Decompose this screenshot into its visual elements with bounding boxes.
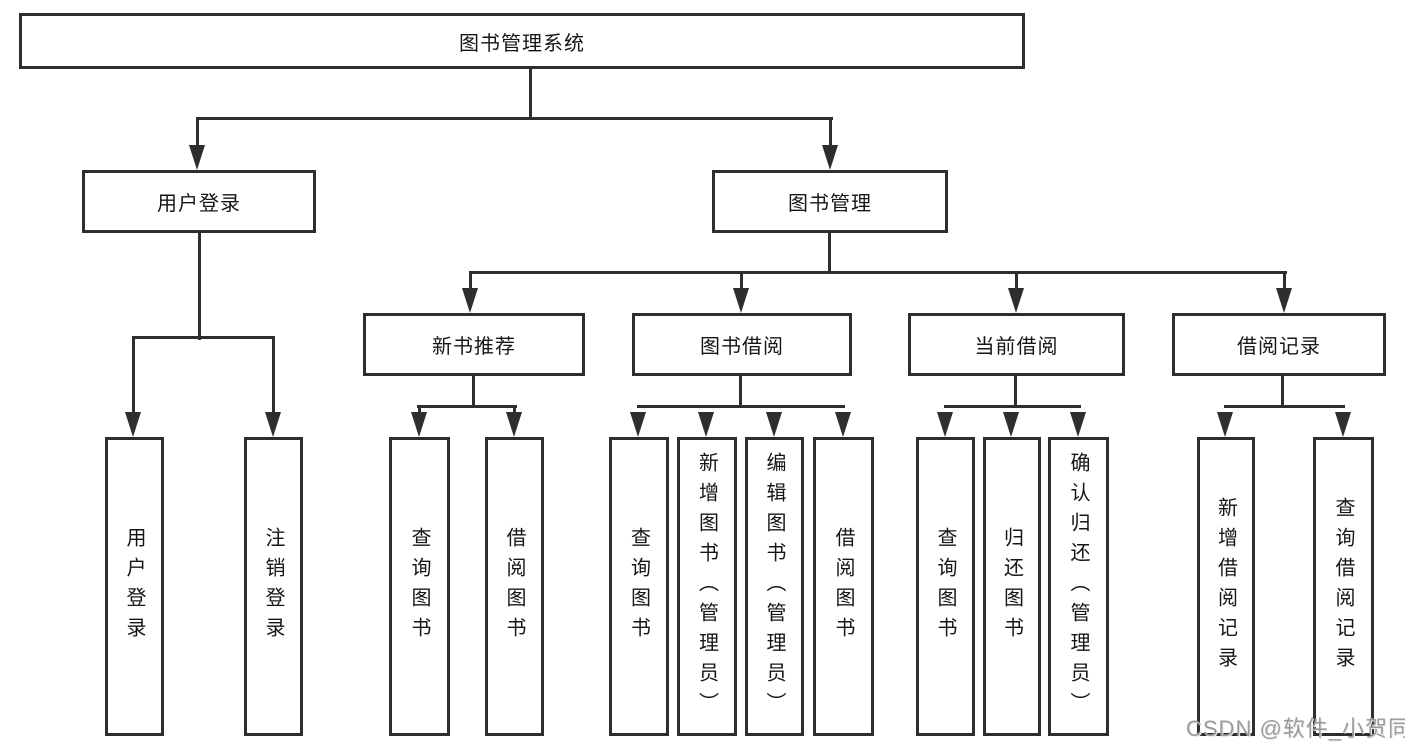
- leaf-borrow-books-1: 借阅图书: [485, 437, 544, 736]
- connector-to-book-borrow: [740, 271, 743, 293]
- connector-to-leaf-logout: [272, 336, 275, 417]
- arrowhead-leaf-borrow-2-icon: [835, 412, 851, 437]
- arrowhead-current-borrow-icon: [1008, 288, 1024, 313]
- arrowhead-leaf-edit-book-icon: [766, 412, 782, 437]
- arrowhead-leaf-add-book-icon: [698, 412, 714, 437]
- connector-to-new-book: [469, 271, 472, 293]
- node-user-login-label: 用户登录: [157, 193, 241, 215]
- arrowhead-borrow-records-icon: [1276, 288, 1292, 313]
- arrowhead-leaf-return-icon: [1003, 412, 1019, 437]
- leaf-edit-book-admin-label: 编辑图书（管理员）: [763, 451, 785, 722]
- connector-book-borrow-stem: [739, 375, 742, 408]
- arrowhead-leaf-user-login-icon: [125, 412, 141, 437]
- connector-borrow-records-stem: [1281, 375, 1284, 408]
- connector-to-leaf-query-1: [418, 405, 421, 417]
- leaf-confirm-return-admin: 确认归还（管理员）: [1048, 437, 1109, 736]
- node-new-book-recommend: 新书推荐: [363, 313, 585, 376]
- node-current-borrow-label: 当前借阅: [974, 336, 1059, 358]
- node-book-management: 图书管理: [712, 170, 948, 233]
- leaf-logout-label: 注销登录: [262, 526, 284, 647]
- node-book-management-label: 图书管理: [788, 193, 872, 215]
- connector-current-borrow-split: [944, 405, 1081, 408]
- connector-book-management-stem: [828, 233, 831, 274]
- arrowhead-leaf-borrow-1-icon: [506, 412, 522, 437]
- leaf-borrow-books-1-label: 借阅图书: [503, 526, 525, 647]
- node-user-login: 用户登录: [82, 170, 316, 233]
- leaf-borrow-books-2: 借阅图书: [813, 437, 874, 736]
- connector-current-borrow-stem: [1014, 375, 1017, 408]
- leaf-user-login-label: 用户登录: [123, 526, 145, 647]
- leaf-query-borrow-record-label: 查询借阅记录: [1332, 496, 1354, 677]
- connector-to-leaf-user-login: [132, 336, 135, 417]
- arrowhead-leaf-logout-icon: [265, 412, 281, 437]
- connector-borrow-records-split: [1224, 405, 1345, 408]
- leaf-add-book-admin-label: 新增图书（管理员）: [695, 451, 718, 722]
- leaf-add-borrow-record-label: 新增借阅记录: [1214, 496, 1237, 677]
- connector-book-borrow-split: [637, 405, 845, 408]
- arrowhead-leaf-query-3-icon: [937, 412, 953, 437]
- node-borrow-records-label: 借阅记录: [1237, 336, 1321, 358]
- connector-to-user-login: [196, 117, 199, 150]
- node-root: 图书管理系统: [19, 13, 1025, 69]
- leaf-logout: 注销登录: [244, 437, 303, 736]
- connector-new-book-stem: [472, 375, 475, 408]
- leaf-borrow-books-2-label: 借阅图书: [832, 526, 854, 647]
- connector-book-management-split: [469, 271, 1287, 274]
- leaf-return-books-label: 归还图书: [1000, 526, 1023, 647]
- leaf-query-books-1: 查询图书: [389, 437, 450, 736]
- leaf-confirm-return-admin-label: 确认归还（管理员）: [1067, 451, 1089, 722]
- arrowhead-new-book-icon: [462, 288, 478, 313]
- leaf-edit-book-admin: 编辑图书（管理员）: [745, 437, 804, 736]
- connector-new-book-split: [417, 405, 517, 408]
- arrowhead-leaf-query-record-icon: [1335, 412, 1351, 437]
- leaf-user-login: 用户登录: [105, 437, 164, 736]
- leaf-query-books-1-label: 查询图书: [408, 526, 430, 647]
- arrowhead-book-management-icon: [822, 145, 838, 170]
- csdn-watermark: CSDN @软件_小贺同学: [1186, 716, 1405, 741]
- leaf-query-books-2: 查询图书: [609, 437, 669, 736]
- node-book-borrow-label: 图书借阅: [700, 336, 784, 358]
- leaf-add-book-admin: 新增图书（管理员）: [677, 437, 737, 736]
- arrowhead-user-login-icon: [189, 145, 205, 170]
- leaf-return-books: 归还图书: [983, 437, 1041, 736]
- arrowhead-leaf-query-1-icon: [411, 412, 427, 437]
- arrowhead-book-borrow-icon: [733, 288, 749, 313]
- connector-user-login-split: [132, 336, 275, 339]
- leaf-add-borrow-record: 新增借阅记录: [1197, 437, 1255, 736]
- arrowhead-leaf-confirm-return-icon: [1070, 412, 1086, 437]
- node-new-book-recommend-label: 新书推荐: [432, 336, 516, 358]
- leaf-query-borrow-record: 查询借阅记录: [1313, 437, 1374, 736]
- connector-to-borrow-records: [1283, 271, 1286, 293]
- leaf-query-books-2-label: 查询图书: [627, 526, 650, 647]
- arrowhead-leaf-add-record-icon: [1217, 412, 1233, 437]
- node-root-label: 图书管理系统: [459, 32, 585, 55]
- leaf-query-books-3: 查询图书: [916, 437, 975, 736]
- node-current-borrow: 当前借阅: [908, 313, 1125, 376]
- arrowhead-leaf-query-2-icon: [630, 412, 646, 437]
- connector-root-stem: [529, 68, 532, 120]
- node-borrow-records: 借阅记录: [1172, 313, 1386, 376]
- connector-to-book-management: [829, 117, 832, 150]
- leaf-query-books-3-label: 查询图书: [934, 526, 956, 647]
- connector-to-current-borrow: [1015, 271, 1018, 293]
- node-book-borrow: 图书借阅: [632, 313, 852, 376]
- connector-user-login-stem: [198, 233, 201, 340]
- connector-to-leaf-borrow-1: [513, 405, 516, 417]
- connector-root-split: [196, 117, 833, 120]
